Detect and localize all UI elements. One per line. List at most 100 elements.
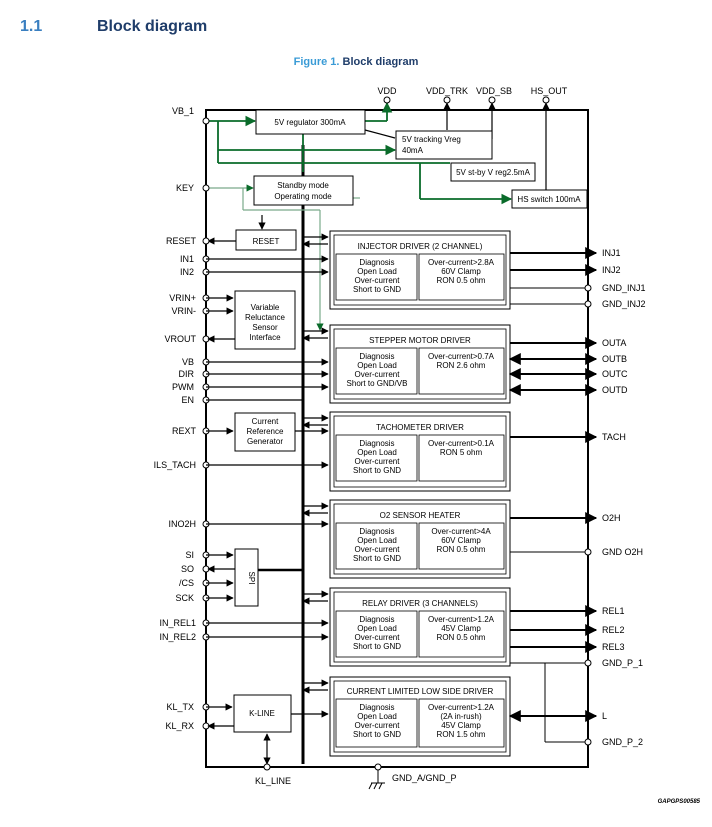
reset-block: RESET bbox=[235, 229, 297, 251]
reset-block-label: RESET bbox=[253, 237, 280, 246]
spi-label: SPI bbox=[247, 572, 256, 585]
kline-block: K-LINE bbox=[233, 694, 292, 733]
ground-symbol bbox=[368, 770, 385, 790]
low-side-driver-block: CURRENT LIMITED LOW SIDE DRIVER Diagnosi… bbox=[329, 676, 511, 757]
pin-in2: IN2 bbox=[180, 267, 194, 277]
stepper-spec-2: RON 2.6 ohm bbox=[437, 361, 486, 370]
pin-in1: IN1 bbox=[180, 254, 194, 264]
pin-inj1: INJ1 bbox=[602, 248, 621, 258]
pin-outc: OUTC bbox=[602, 369, 628, 379]
pin-vrin-minus: VRIN- bbox=[172, 306, 197, 316]
relay-diag-4: Short to GND bbox=[353, 642, 401, 651]
pin-gnd-p1: GND_P_1 bbox=[602, 658, 643, 668]
injector-diag-4: Short to GND bbox=[353, 285, 401, 294]
pin-ils-tach: ILS_TACH bbox=[154, 460, 196, 470]
cur-line-1: Current bbox=[252, 417, 279, 426]
relay-driver-block: RELAY DRIVER (3 CHANNELS) Diagnosis Open… bbox=[329, 587, 511, 667]
pin-rel2: REL2 bbox=[602, 625, 625, 635]
tacho-title: TACHOMETER DRIVER bbox=[376, 423, 464, 432]
injector-spec-1: Over-current>2.8A bbox=[428, 258, 495, 267]
relay-spec-1: Over-current>1.2A bbox=[428, 615, 495, 624]
tacho-diag-3: Over-current bbox=[355, 457, 401, 466]
stepper-diag-1: Diagnosis bbox=[359, 352, 394, 361]
o2-diag-3: Over-current bbox=[355, 545, 401, 554]
stepper-diag-3: Over-current bbox=[355, 370, 401, 379]
section-number: 1.1 bbox=[20, 18, 43, 35]
standby-vreg-label: 5V st-by V reg2.5mA bbox=[456, 168, 530, 177]
vr-line-3: Sensor bbox=[252, 323, 278, 332]
pin-vb1: VB_1 bbox=[172, 106, 194, 116]
pin-reset: RESET bbox=[166, 236, 197, 246]
pin-vb: VB bbox=[182, 357, 194, 367]
right-pin-labels: INJ1 INJ2 GND_INJ1 GND_INJ2 OUTA OUTB OU… bbox=[602, 248, 646, 747]
relay-diag-2: Open Load bbox=[357, 624, 397, 633]
mode-control-wiring bbox=[206, 184, 360, 331]
o2-heater-block: O2 SENSOR HEATER Diagnosis Open Load Ove… bbox=[329, 499, 511, 579]
stepper-title: STEPPER MOTOR DRIVER bbox=[369, 336, 471, 345]
pin-o2h: O2H bbox=[602, 513, 621, 523]
pin-rel1: REL1 bbox=[602, 606, 625, 616]
o2-spec-2: 60V Clamp bbox=[441, 536, 481, 545]
lowside-spec-3: 45V Clamp bbox=[441, 721, 481, 730]
relay-diag-3: Over-current bbox=[355, 633, 401, 642]
pin-kl-line: KL_LINE bbox=[255, 776, 291, 786]
right-output-wires bbox=[508, 247, 598, 743]
current-reference-block: Current Reference Generator bbox=[234, 412, 296, 452]
vr-line-1: Variable bbox=[251, 303, 280, 312]
bottom-pins bbox=[263, 763, 382, 771]
pin-ino2h: INO2H bbox=[168, 519, 196, 529]
tracking-vreg-line2: 40mA bbox=[402, 146, 424, 155]
figure-code: GAPGPS00585 bbox=[658, 799, 701, 805]
right-ground-pins bbox=[584, 284, 592, 746]
hs-switch-block: HS switch 100mA bbox=[511, 189, 588, 209]
pin-key: KEY bbox=[176, 183, 194, 193]
tacho-spec-1: Over-current>0.1A bbox=[428, 439, 495, 448]
pin-dir: DIR bbox=[179, 369, 195, 379]
pin-gnd: GND_A/GND_P bbox=[392, 773, 457, 783]
pin-rext: REXT bbox=[172, 426, 197, 436]
pin-sck: SCK bbox=[175, 593, 194, 603]
pin-pwm: PWM bbox=[172, 382, 194, 392]
standby-vreg-block: 5V st-by V reg2.5mA bbox=[450, 162, 536, 182]
o2-spec-1: Over-current>4A bbox=[431, 527, 491, 536]
stepper-diag-2: Open Load bbox=[357, 361, 397, 370]
pin-rel3: REL3 bbox=[602, 642, 625, 652]
vr-line-2: Reluctance bbox=[245, 313, 286, 322]
figure-number: Figure 1. bbox=[293, 56, 340, 68]
regulator-5v-label: 5V regulator 300mA bbox=[274, 118, 346, 127]
o2-diag-1: Diagnosis bbox=[359, 527, 394, 536]
o2-spec-3: RON 0.5 ohm bbox=[437, 545, 486, 554]
pin-vdd-sb: VDD_SB bbox=[476, 86, 512, 96]
tacho-diag-4: Short to GND bbox=[353, 466, 401, 475]
pin-in-rel2: IN_REL2 bbox=[159, 632, 196, 642]
relay-spec-2: 45V Clamp bbox=[441, 624, 481, 633]
vr-line-4: Interface bbox=[249, 333, 281, 342]
pin-en: EN bbox=[181, 395, 194, 405]
injector-driver-block: INJECTOR DRIVER (2 CHANNEL) Diagnosis Op… bbox=[329, 230, 511, 310]
tacho-diag-1: Diagnosis bbox=[359, 439, 394, 448]
tachometer-driver-block: TACHOMETER DRIVER Diagnosis Open Load Ov… bbox=[329, 411, 511, 492]
pin-vdd: VDD bbox=[377, 86, 397, 96]
pin-inj2: INJ2 bbox=[602, 265, 621, 275]
cur-line-3: Generator bbox=[247, 437, 283, 446]
pin-vdd-trk: VDD_TRK bbox=[426, 86, 468, 96]
mode-line1: Standby mode bbox=[277, 181, 329, 190]
mode-block: Standby mode Operating mode bbox=[253, 175, 354, 206]
injector-title: INJECTOR DRIVER (2 CHANNEL) bbox=[358, 242, 483, 251]
mode-line2: Operating mode bbox=[274, 192, 332, 201]
pin-tach: TACH bbox=[602, 432, 626, 442]
pin-gnd-inj2: GND_INJ2 bbox=[602, 299, 646, 309]
pin-vrin-plus: VRIN+ bbox=[169, 293, 196, 303]
relay-spec-3: RON 0.5 ohm bbox=[437, 633, 486, 642]
pin-vrout: VROUT bbox=[165, 334, 197, 344]
pin-outb: OUTB bbox=[602, 354, 627, 364]
injector-diag-2: Open Load bbox=[357, 267, 397, 276]
relay-diag-1: Diagnosis bbox=[359, 615, 394, 624]
figure-caption: Figure 1. Block diagram bbox=[0, 56, 712, 68]
kline-label: K-LINE bbox=[249, 709, 275, 718]
pin-gnd-o2h: GND O2H bbox=[602, 547, 643, 557]
lowside-diag-3: Over-current bbox=[355, 721, 401, 730]
injector-diag-1: Diagnosis bbox=[359, 258, 394, 267]
pin-hs-out: HS_OUT bbox=[531, 86, 568, 96]
tracking-vreg-line1: 5V tracking Vreg bbox=[402, 135, 461, 144]
